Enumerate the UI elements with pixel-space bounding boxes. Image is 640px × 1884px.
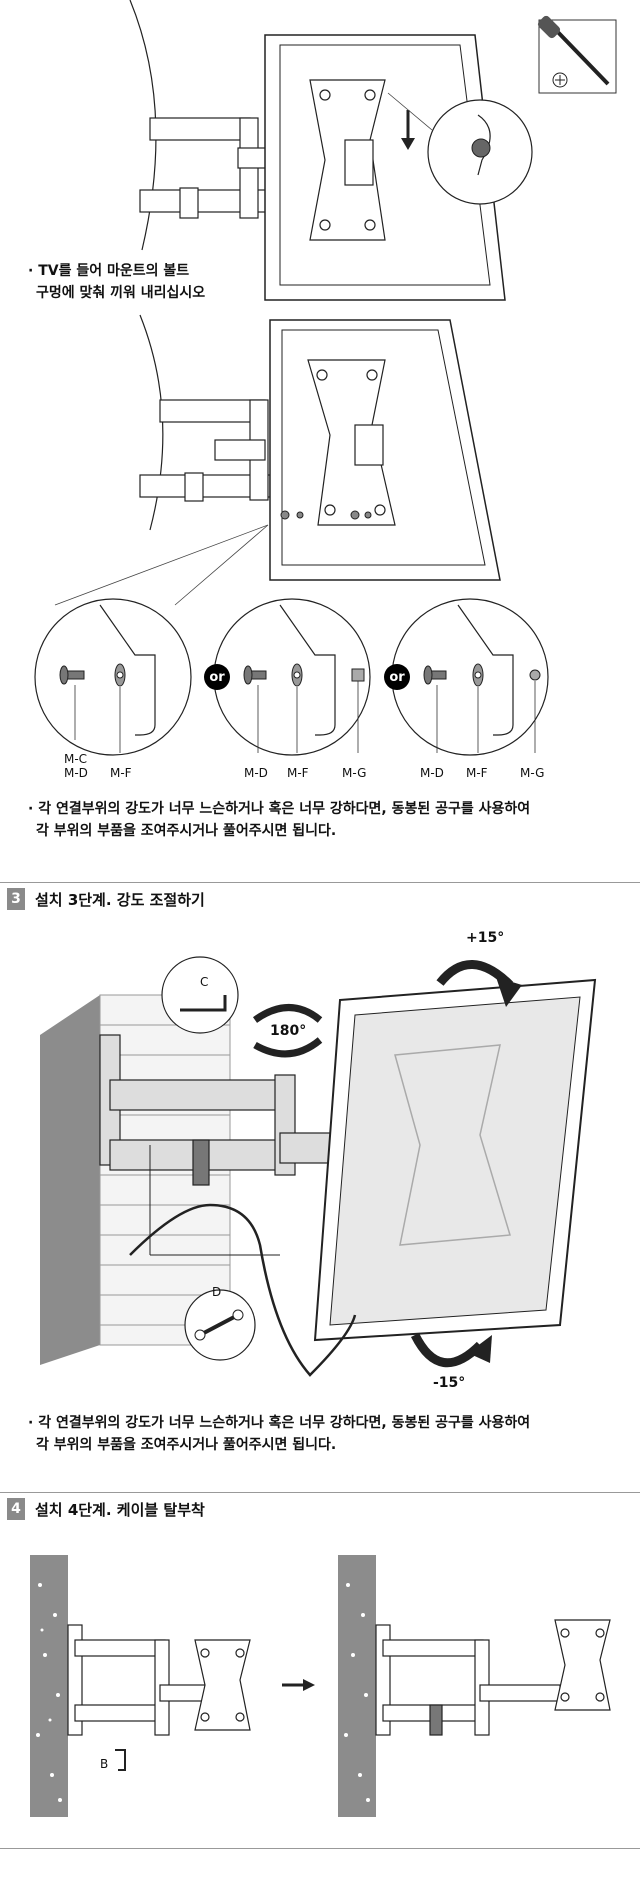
or-badge-1: or <box>204 664 230 690</box>
caption-line: 각 부위의 부품을 조여주시거나 풀어주시면 됩니다. <box>36 823 337 839</box>
step-title: 설치 3단계. 강도 조절하기 <box>35 890 205 909</box>
step3-header: 3 설치 3단계. 강도 조절하기 <box>7 888 205 910</box>
part-label-mf: M-F <box>466 766 488 780</box>
fastener-options <box>34 598 549 756</box>
step3-caption: · 각 연결부위의 강도가 너무 느슨하거나 혹은 너무 강하다면, 동봉된 공… <box>28 1412 530 1456</box>
part-label-mf: M-F <box>287 766 309 780</box>
caption-line: 구멍에 맞춰 끼워 내리십시오 <box>36 285 206 301</box>
tension-adjust-illustration <box>40 956 597 1377</box>
part-label-mg: M-G <box>520 766 545 780</box>
angle-label-up: +15° <box>466 930 505 946</box>
step-number: 3 <box>7 888 25 910</box>
or-badge-2: or <box>384 664 410 690</box>
step-title: 설치 4단계. 케이블 탈부착 <box>35 1500 205 1519</box>
section-divider <box>0 882 640 883</box>
part-label-md: M-D <box>244 766 268 780</box>
part-label-mg: M-G <box>342 766 367 780</box>
part-label-mf: M-F <box>110 766 132 780</box>
tool-label-d: D <box>212 1285 222 1299</box>
tv-fasten-illustration <box>54 314 501 606</box>
caption-line: · 각 연결부위의 강도가 너무 느슨하거나 혹은 너무 강하다면, 동봉된 공… <box>28 1415 531 1431</box>
step-number: 4 <box>7 1498 25 1520</box>
cable-attach-illustration <box>30 1555 611 1817</box>
caption-line: · 각 연결부위의 강도가 너무 느슨하거나 혹은 너무 강하다면, 동봉된 공… <box>28 801 531 817</box>
step4-header: 4 설치 4단계. 케이블 탈부착 <box>7 1498 205 1520</box>
section-divider <box>0 1848 640 1849</box>
part-label-mc: M-C <box>64 752 88 766</box>
angle-label-rotate: 180° <box>270 1023 307 1039</box>
section-divider <box>0 1492 640 1493</box>
caption-line: · TV를 들어 마운트의 볼트 <box>28 263 190 279</box>
tool-label-c: C <box>200 975 209 989</box>
part-label-md: M-D <box>420 766 444 780</box>
angle-label-down: -15° <box>433 1375 466 1391</box>
step2-caption-hang: · TV를 들어 마운트의 볼트 구멍에 맞춰 끼워 내리십시오 <box>28 260 205 304</box>
part-label-b: B <box>100 1757 109 1771</box>
step2-caption-adjust: · 각 연결부위의 강도가 너무 느슨하거나 혹은 너무 강하다면, 동봉된 공… <box>28 798 530 842</box>
tv-hang-illustration <box>129 0 617 301</box>
part-label-md: M-D <box>64 766 88 780</box>
caption-line: 각 부위의 부품을 조여주시거나 풀어주시면 됩니다. <box>36 1437 337 1453</box>
